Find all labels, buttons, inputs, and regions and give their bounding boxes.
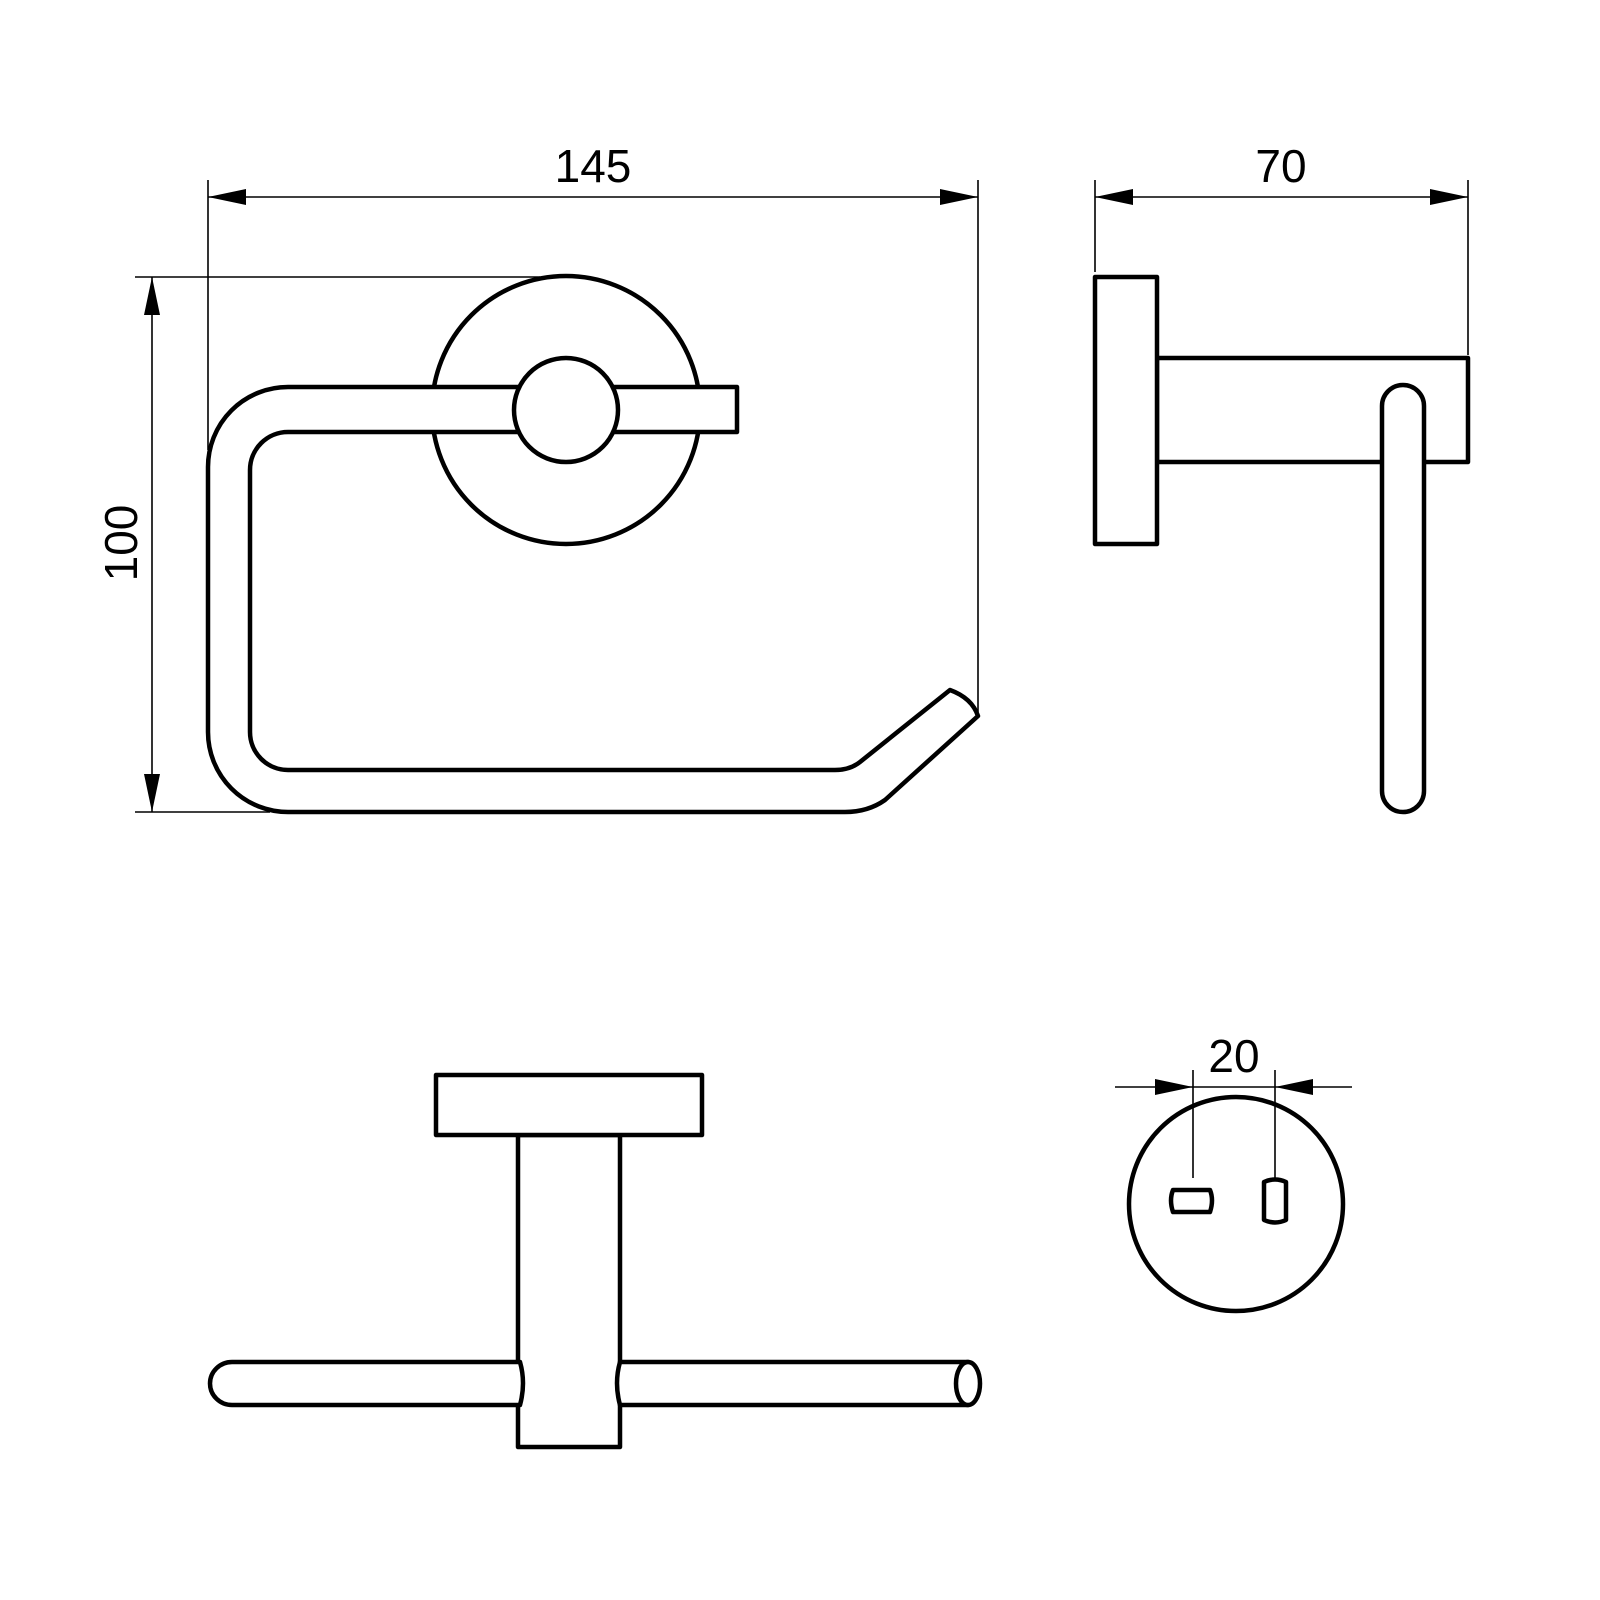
arm-hub	[511, 355, 621, 465]
dimension-width-label: 145	[555, 140, 632, 192]
holder-arm-side	[1379, 382, 1427, 815]
rod-right	[614, 1359, 971, 1408]
rear-view: 20	[1115, 1030, 1352, 1314]
arrow-icon	[1430, 189, 1468, 205]
side-view: 70	[1092, 140, 1471, 815]
arrow-icon	[940, 189, 978, 205]
wall-flange-top	[433, 1072, 705, 1138]
top-view	[207, 1072, 983, 1450]
mounting-slot-horizontal	[1168, 1187, 1215, 1215]
arrow-icon	[1095, 189, 1133, 205]
arrow-icon	[144, 277, 160, 315]
arrow-icon	[1155, 1079, 1193, 1095]
holder-arm	[205, 384, 981, 815]
rear-flange	[1126, 1094, 1346, 1314]
front-view: 145 100	[95, 140, 981, 815]
stem-top	[515, 1132, 623, 1450]
dimension-depth-label: 70	[1255, 140, 1306, 192]
rod-end	[953, 1359, 983, 1408]
dimension-height-label: 100	[95, 505, 147, 582]
arrow-icon	[1275, 1079, 1313, 1095]
arrow-icon	[208, 189, 246, 205]
rod-left	[207, 1359, 526, 1408]
mounting-slot-vertical	[1261, 1177, 1289, 1225]
arrow-icon	[144, 774, 160, 812]
dimension-holes-label: 20	[1208, 1030, 1259, 1082]
wall-flange-side	[1092, 274, 1160, 547]
